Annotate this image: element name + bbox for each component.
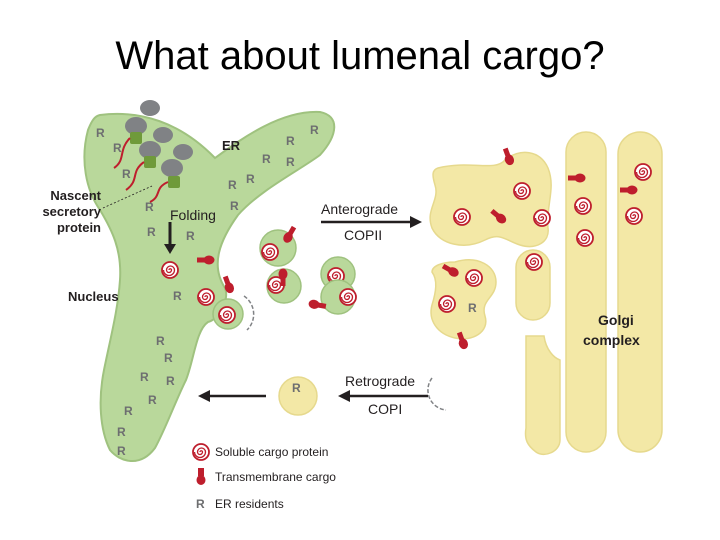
er-resident-r: R [124,404,133,418]
slide-title: What about lumenal cargo? [115,34,605,78]
er-resident-r: R [147,225,156,239]
er-resident-icon: R [196,497,205,511]
legend-label-er-residents: ER residents [215,497,284,511]
er-resident-r: R [468,301,477,315]
er-resident-r: R [286,134,295,148]
soluble-cargo-icon [574,197,592,215]
nascent-label: secretory [42,204,101,219]
er-resident-r: R [145,200,154,214]
soluble-cargo-icon [197,288,215,306]
soluble-cargo-icon [453,208,471,226]
soluble-cargo-icon [218,306,236,324]
soluble-cargo-icon [192,443,210,461]
er-resident-r: R [148,393,157,407]
er-resident-r: R [122,167,131,181]
ribosome-complex [113,100,193,203]
copi-label: COPI [368,401,402,417]
retrograde-label: Retrograde [345,373,415,389]
er-resident-r: R [228,178,237,192]
er-resident-r: R [310,123,319,137]
golgi-cisterna [524,335,561,456]
er-resident-r: R [140,370,149,384]
anterograde-label: Anterograde [321,201,398,217]
golgi-fragment [515,249,551,321]
golgi-label: complex [583,332,640,348]
nascent-label: Nascent [50,188,101,203]
soluble-cargo-icon [161,261,179,279]
soluble-cargo-icon [261,243,279,261]
legend: Soluble cargo protein Transmembrane carg… [192,443,336,511]
nucleus-label: Nucleus [68,289,119,304]
soluble-cargo-icon [513,182,531,200]
legend-label-soluble: Soluble cargo protein [215,445,328,459]
soluble-cargo-icon [465,269,483,287]
er-resident-r: R [262,152,271,166]
er-resident-r: R [96,126,105,140]
golgi-label: Golgi [598,312,634,328]
er-resident-r: R [186,229,195,243]
soluble-cargo-icon [576,229,594,247]
er-resident-r: R [164,351,173,365]
soluble-cargo-icon [634,163,652,181]
nascent-label: protein [57,220,101,235]
er-resident-r: R [166,374,175,388]
er-resident-r: R [292,381,301,395]
ergic-cluster [429,151,552,248]
soluble-cargo-icon [438,295,456,313]
er-resident-r: R [173,289,182,303]
soluble-cargo-icon [533,209,551,227]
er-resident-r: R [246,172,255,186]
golgi-cisterna [565,131,607,453]
folding-label: Folding [170,207,216,223]
er-resident-r: R [156,334,165,348]
er-resident-r: R [117,425,126,439]
transmembrane-cargo-icon [196,468,206,485]
soluble-cargo-icon [625,207,643,225]
nascent-pointer [102,185,153,209]
copi-vesicle [278,376,318,416]
er-resident-r: R [230,199,239,213]
er-label: ER [222,138,241,153]
er-resident-r: R [113,141,122,155]
soluble-cargo-icon [525,253,543,271]
soluble-cargo-icon [339,288,357,306]
er-resident-r: R [286,155,295,169]
legend-label-transmembrane: Transmembrane cargo [215,470,336,484]
er-membrane [83,110,336,462]
er-resident-r: R [117,444,126,458]
copii-label: COPII [344,227,382,243]
